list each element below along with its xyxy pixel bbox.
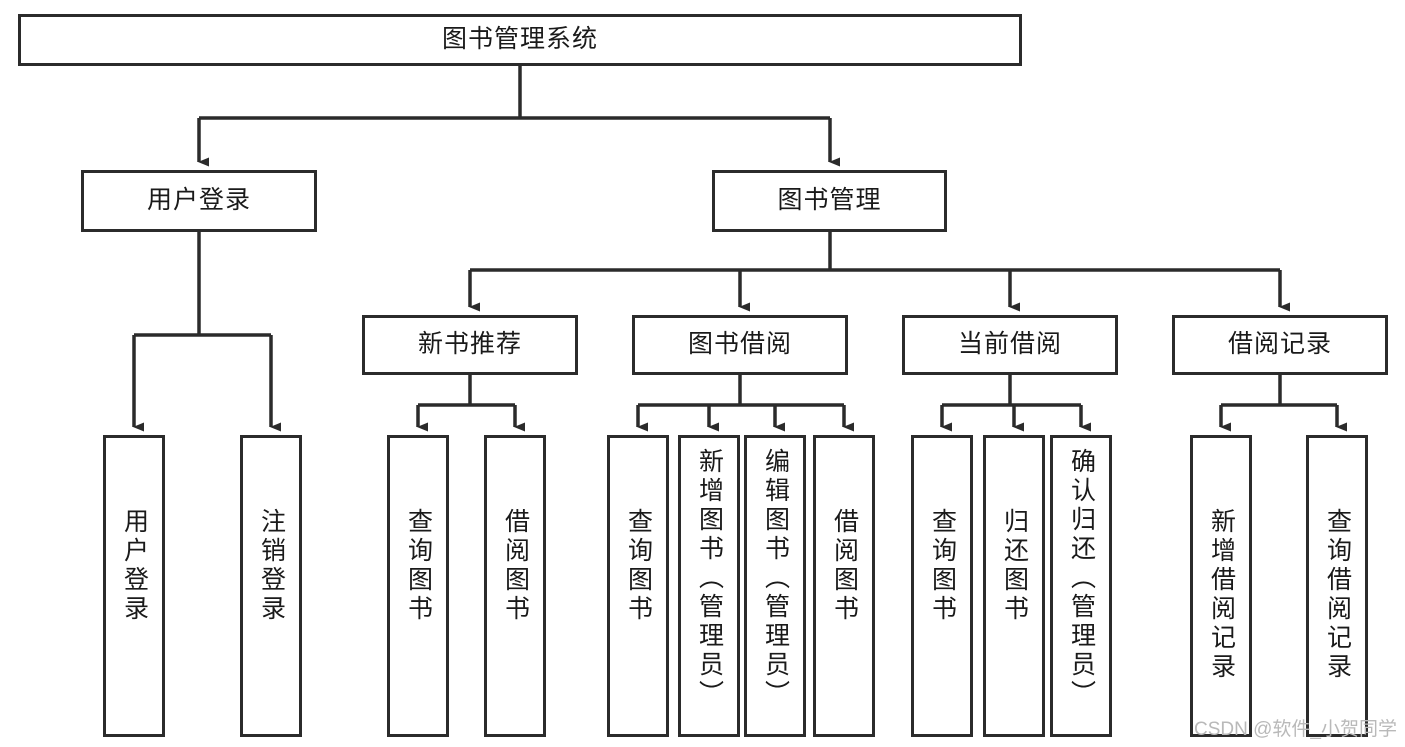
node-leaf-logout[interactable]: 注销登录 [240,435,302,737]
node-label: 确认归还（管理员） [1067,448,1096,709]
connector-newbook-to-leaves [416,375,525,432]
node-label: 借阅记录 [1227,330,1332,359]
node-label: 当前借阅 [957,330,1062,359]
node-label: 查询图书 [624,508,653,624]
node-leaf-query-book-recommend[interactable]: 查询图书 [387,435,449,737]
node-new-book-recommend[interactable]: 新书推荐 [362,315,578,375]
watermark-text: CSDN @软件_小贺同学 [1194,719,1397,740]
connector-root-to-level2 [197,66,840,167]
node-label: 借阅图书 [830,508,859,624]
node-borrow-record[interactable]: 借阅记录 [1172,315,1388,375]
node-book-manage[interactable]: 图书管理 [712,170,947,232]
node-book-borrow[interactable]: 图书借阅 [632,315,848,375]
node-leaf-borrow-book[interactable]: 借阅图书 [813,435,875,737]
node-label: 查询借阅记录 [1323,508,1352,682]
node-label: 图书借阅 [687,330,792,359]
node-root-system[interactable]: 图书管理系统 [18,14,1022,66]
node-label: 查询图书 [928,508,957,624]
node-label: 新增图书（管理员） [695,448,724,709]
node-label: 注销登录 [257,508,286,624]
connector-currentborrow-to-leaves [940,375,1091,432]
node-user-login[interactable]: 用户登录 [81,170,317,232]
connector-bookborrow-to-leaves [636,375,854,432]
node-label: 新书推荐 [417,330,522,359]
node-leaf-query-book-borrow[interactable]: 查询图书 [607,435,669,737]
node-leaf-add-borrow-record[interactable]: 新增借阅记录 [1190,435,1252,737]
node-current-borrow[interactable]: 当前借阅 [902,315,1118,375]
node-label: 借阅图书 [501,508,530,624]
connector-userlogin-to-leaves [132,232,281,432]
node-leaf-borrow-book-recommend[interactable]: 借阅图书 [484,435,546,737]
node-leaf-edit-book-admin[interactable]: 编辑图书（管理员） [744,435,806,737]
node-leaf-query-borrow-record[interactable]: 查询借阅记录 [1306,435,1368,737]
node-label: 新增借阅记录 [1207,508,1236,682]
node-label: 归还图书 [1000,508,1029,624]
node-label: 查询图书 [404,508,433,624]
node-leaf-user-login[interactable]: 用户登录 [103,435,165,737]
node-leaf-query-book-current[interactable]: 查询图书 [911,435,973,737]
node-label: 编辑图书（管理员） [761,448,790,709]
connector-borrowrecord-to-leaves [1219,375,1347,432]
node-label: 用户登录 [120,508,149,624]
node-leaf-confirm-return-admin[interactable]: 确认归还（管理员） [1050,435,1112,737]
node-leaf-add-book-admin[interactable]: 新增图书（管理员） [678,435,740,737]
connector-booksmanage-to-level3 [468,232,1290,312]
node-label: 图书管理 [777,186,882,215]
node-leaf-return-book[interactable]: 归还图书 [983,435,1045,737]
node-label: 用户登录 [146,186,251,215]
node-label: 图书管理系统 [441,25,598,54]
